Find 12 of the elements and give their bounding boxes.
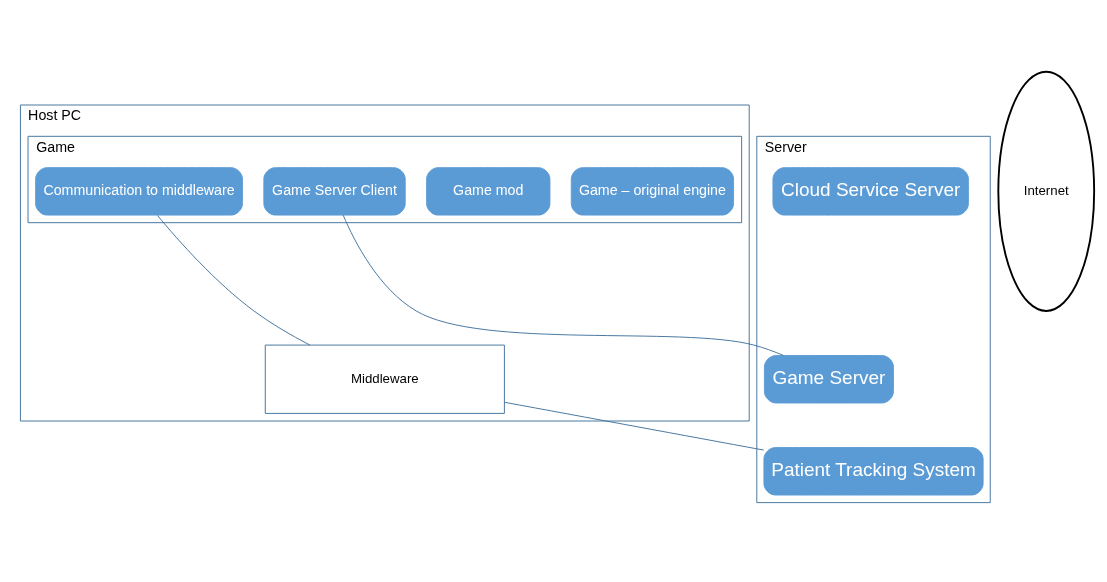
node-box: Game – original engine	[570, 167, 735, 216]
connector	[157, 215, 311, 346]
connector	[342, 214, 784, 356]
node-box: Middleware	[264, 344, 505, 414]
node-box: Cloud Service Server	[772, 167, 969, 216]
node-box: Communication to middleware	[35, 167, 243, 216]
node-box: Patient Tracking System	[763, 447, 984, 496]
node-box: Game Server Client	[263, 167, 406, 216]
connector	[504, 401, 765, 451]
node-box: Game Server	[763, 355, 894, 404]
node-ellipse: Internet	[997, 70, 1096, 312]
node-box: Game mod	[426, 167, 551, 216]
